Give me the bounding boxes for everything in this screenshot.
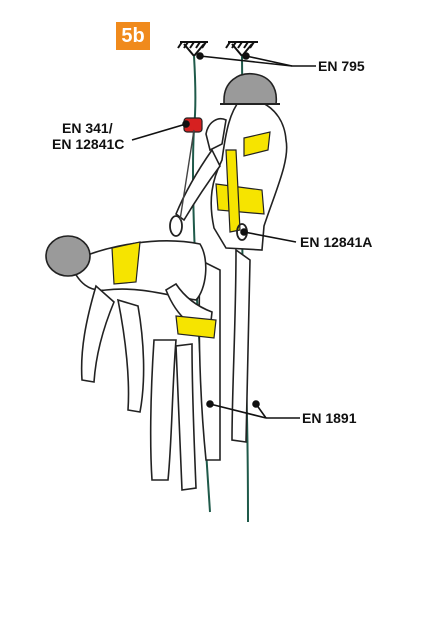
label-en1891: EN 1891	[302, 410, 356, 426]
label-en795: EN 795	[318, 58, 365, 74]
victim-figure	[70, 241, 212, 490]
label-en341-line2: EN 12841C	[52, 136, 124, 152]
label-en12841a: EN 12841A	[300, 234, 372, 250]
helmet-icon	[220, 74, 280, 104]
label-en341-line1: EN 341/	[62, 120, 113, 136]
victim-helmet-icon	[46, 236, 90, 276]
